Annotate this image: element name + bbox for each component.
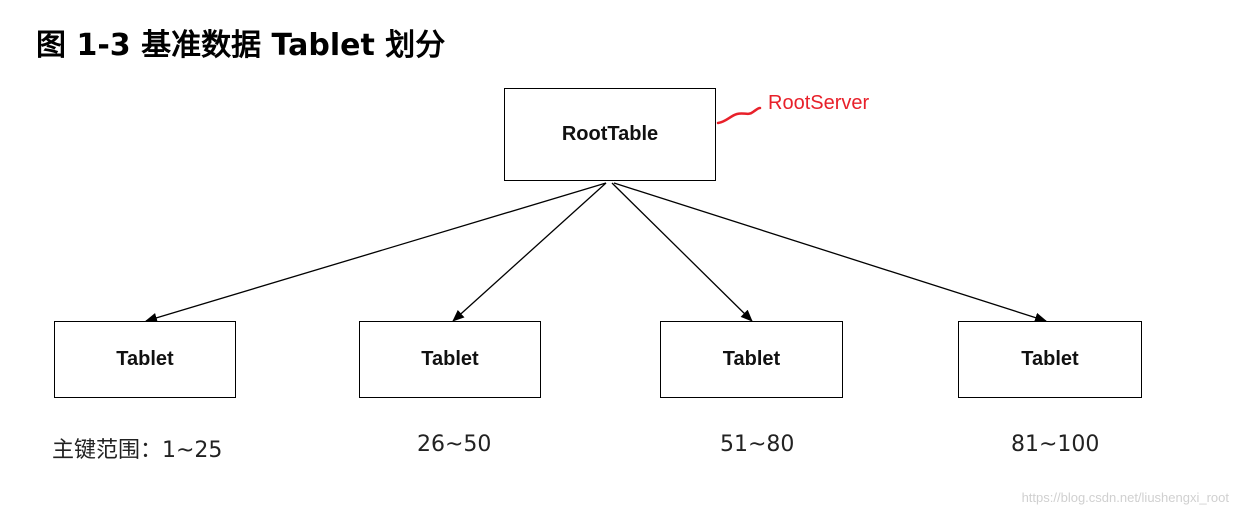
annotation-squiggle	[716, 106, 762, 125]
range-label-4: 81~100	[1011, 432, 1100, 457]
tablet-label-4: Tablet	[1021, 348, 1079, 370]
tablet-label-3: Tablet	[722, 348, 781, 370]
range-label-3: 51~80	[720, 432, 795, 457]
range-label-2: 26~50	[417, 432, 492, 457]
tablet-node-4: Tablet	[958, 321, 1142, 398]
edge-root-to-tablet-4	[613, 182, 1047, 323]
root-table-node: RootTable	[504, 88, 716, 181]
edge-root-to-tablet-2	[452, 182, 607, 322]
tablet-node-3: Tablet	[660, 321, 843, 398]
tablet-node-1: Tablet	[54, 321, 236, 398]
tablet-node-2: Tablet	[359, 321, 541, 398]
figure-caption: 图 1-3 基准数据 Tablet 划分	[36, 28, 446, 63]
range-label-1: 主键范围：1~25	[52, 438, 223, 463]
root-server-annotation: RootServer	[768, 92, 870, 114]
watermark: https://blog.csdn.net/liushengxi_root	[1021, 490, 1229, 505]
tablet-label-1: Tablet	[116, 348, 174, 370]
edge-root-to-tablet-1	[145, 182, 607, 323]
edge-root-to-tablet-3	[611, 182, 753, 322]
tablet-label-2: Tablet	[421, 348, 479, 370]
root-table-label: RootTable	[561, 123, 659, 145]
